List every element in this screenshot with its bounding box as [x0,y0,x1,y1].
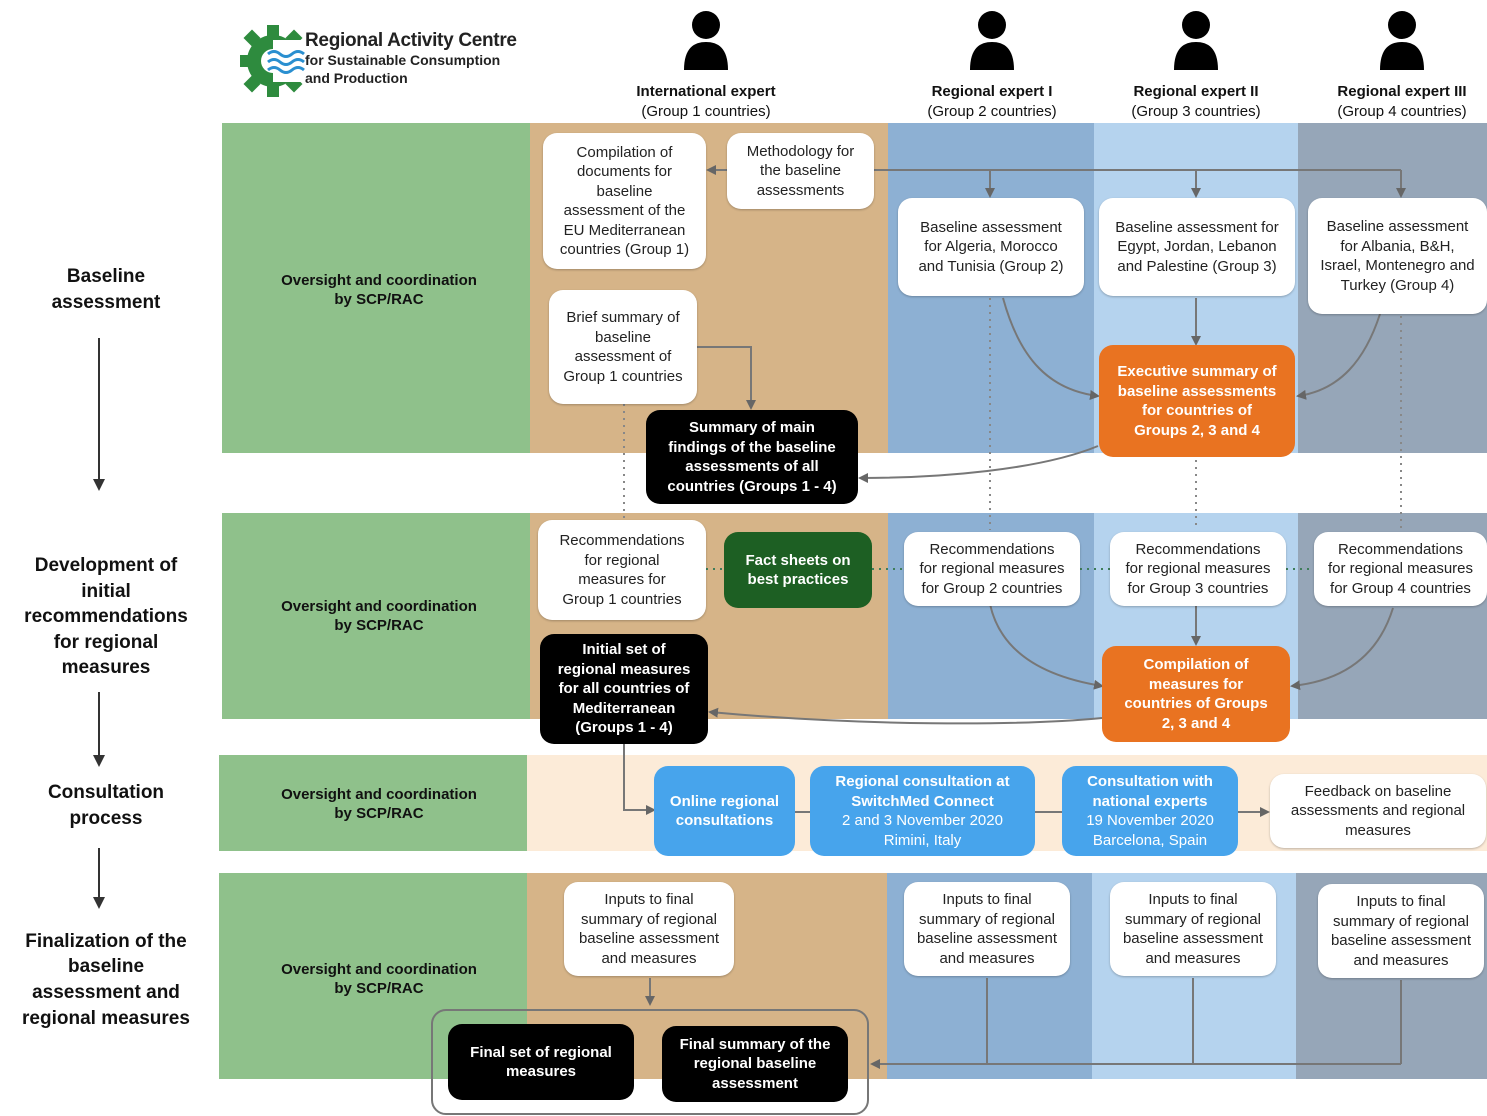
expert-group: (Group 3 countries) [1131,102,1261,120]
expert-name: International expert [636,83,776,100]
person-icon [684,11,728,70]
national-experts-consultation: Consultation with national experts 19 No… [1062,766,1238,856]
expert-international: International expert (Group 1 countries) [606,82,806,121]
oversight-label: Oversight and coordination by SCP/RAC [281,960,477,998]
national-detail: 19 November 2020 Barcelona, Spain [1086,812,1214,849]
expert-name: Regional expert II [1133,83,1259,100]
row1-oversight-band [222,123,530,453]
baseline-group4: Baseline assessment for Albania, B&H, Is… [1308,198,1487,314]
baseline-group2: Baseline assessment for Algeria, Morocco… [898,198,1084,296]
summary-main-findings: Summary of main findings of the baseline… [646,410,858,504]
online-regional-consultations: Online regional consultations [654,766,795,856]
expert-regional-1: Regional expert I (Group 2 countries) [892,82,1092,121]
baseline-group3: Baseline assessment for Egypt, Jordan, L… [1099,198,1295,296]
switchmed-title: Regional consultation at SwitchMed Conne… [835,773,1010,810]
inputs-final-summary-group1: Inputs to final summary of regional base… [564,882,734,976]
recommendations-group1: Recommendations for regional measures fo… [538,520,706,620]
expert-group: (Group 2 countries) [927,102,1057,120]
switchmed-detail: 2 and 3 November 2020 Rimini, Italy [842,812,1003,849]
inputs-final-summary-group4: Inputs to final summary of regional base… [1318,884,1484,978]
person-icon [970,11,1014,70]
logo-title: Regional Activity Centre [305,30,517,51]
logo-subtitle-2: and Production [305,69,408,86]
compilation-measures-groups-2-4: Compilation of measures for countries of… [1102,646,1290,742]
inputs-final-summary-group2: Inputs to final summary of regional base… [904,882,1070,976]
person-icon [1174,11,1218,70]
oversight-label: Oversight and coordination by SCP/RAC [281,597,477,635]
brief-summary-group1: Brief summary of baseline assessment of … [549,290,697,404]
expert-name: Regional expert III [1337,83,1467,100]
row3-oversight-band [219,755,527,851]
methodology-baseline: Methodology for the baseline assessments [727,133,874,209]
final-summary-regional-baseline: Final summary of the regional baseline a… [662,1026,848,1102]
final-set-regional-measures: Final set of regional measures [448,1024,634,1100]
expert-regional-3: Regional expert III (Group 4 countries) [1302,82,1487,121]
recommendations-group3: Recommendations for regional measures fo… [1110,532,1286,606]
oversight-label: Oversight and coordination by SCP/RAC [281,785,477,823]
fact-sheets-best-practices: Fact sheets on best practices [724,532,872,608]
switchmed-consultation: Regional consultation at SwitchMed Conne… [810,766,1035,856]
expert-group: (Group 4 countries) [1337,102,1467,120]
logo-subtitle-1: for Sustainable Consumption [305,52,501,68]
phase-finalization: Finalization of the baseline assessment … [22,930,190,1029]
compilation-documents-group1: Compilation of documents for baseline as… [543,133,706,269]
phase-consultation-process: Consultation process [47,782,165,829]
expert-group: (Group 1 countries) [641,102,771,120]
phase-baseline-assessment: Baseline assessment [51,266,161,313]
logo-text: Regional Activity Centre for Sustainable… [305,30,517,87]
recommendations-group2: Recommendations for regional measures fo… [904,532,1080,606]
person-icon [1380,11,1424,70]
initial-set-regional-measures: Initial set of regional measures for all… [540,634,708,744]
executive-summary-groups-2-4: Executive summary of baseline assessment… [1099,345,1295,457]
inputs-final-summary-group3: Inputs to final summary of regional base… [1110,882,1276,976]
feedback-baseline-measures: Feedback on baseline assessments and reg… [1270,774,1486,848]
online-consultations-label: Online regional consultations [669,792,780,830]
row2-oversight-band [222,513,530,719]
expert-regional-2: Regional expert II (Group 3 countries) [1096,82,1296,121]
expert-name: Regional expert I [931,83,1053,100]
phase-development-recommendations: Development of initial recommendations f… [24,554,188,679]
oversight-label: Oversight and coordination by SCP/RAC [281,271,477,309]
recommendations-group4: Recommendations for regional measures fo… [1314,532,1487,606]
gear-logo-icon [240,25,306,97]
national-title: Consultation with national experts [1087,773,1213,810]
